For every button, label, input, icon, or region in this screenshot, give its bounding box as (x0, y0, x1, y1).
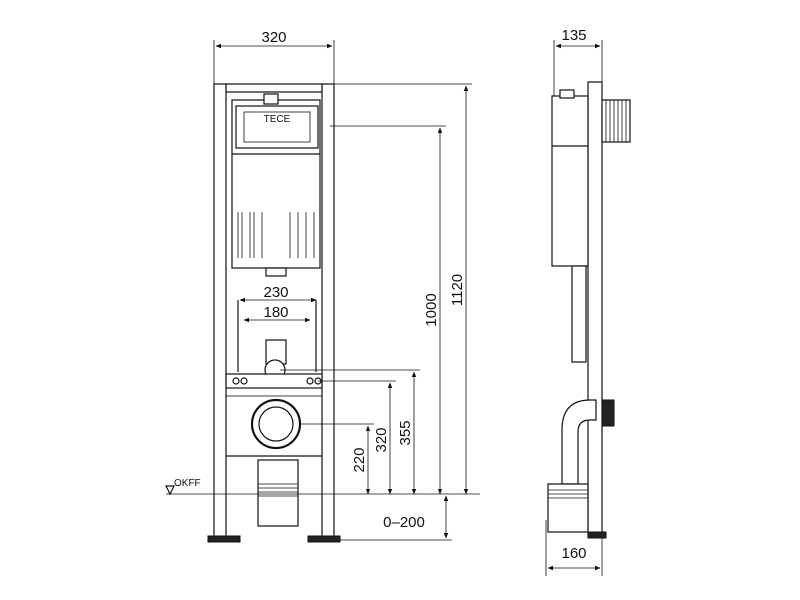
side-threaded-pipe (601, 99, 631, 143)
mounting-bar (225, 373, 323, 389)
side-cistern (551, 95, 589, 267)
left-post (213, 83, 227, 539)
side-drain-ribs (548, 489, 588, 499)
actuator-inner (243, 111, 311, 143)
cistern-outlet (265, 267, 287, 277)
bolt-hole-1 (232, 377, 240, 385)
actuator-top (263, 93, 279, 105)
brand-label: TECE (264, 114, 291, 125)
side-flush-pipe (571, 265, 587, 363)
dim-h320: 320 (373, 427, 390, 452)
floor-label: OKFF (174, 478, 201, 489)
dim-frame-depth: 135 (561, 27, 586, 44)
dim-bolt-spacing: 180 (263, 304, 288, 321)
side-threads (605, 100, 627, 142)
dim-base-depth: 160 (561, 545, 586, 562)
side-foot (587, 531, 607, 539)
dim-h355: 355 (397, 420, 414, 445)
dim-adjust: 0–200 (383, 514, 425, 531)
side-drain-bend (561, 399, 597, 485)
drain-ribs (258, 483, 298, 497)
drain-pipe (257, 459, 299, 527)
actuator-box (235, 105, 319, 149)
dim-frame-width: 320 (261, 29, 286, 46)
right-post (321, 83, 335, 539)
front-view: TECE (207, 83, 341, 543)
dim-flush-height: 1000 (423, 293, 440, 326)
left-foot (207, 535, 241, 543)
side-top-valve (559, 89, 575, 99)
dim-rod-spacing: 230 (263, 284, 288, 301)
bolt-hole-2 (240, 377, 248, 385)
top-rail (225, 83, 323, 93)
side-bracket (601, 399, 615, 427)
side-frame-plate (587, 81, 603, 537)
bolt-hole-3 (306, 377, 314, 385)
right-foot (307, 535, 341, 543)
drain-ring-inner (258, 406, 294, 442)
floor-marker (165, 485, 175, 496)
side-view (547, 81, 631, 539)
dim-h220: 220 (351, 447, 368, 472)
dim-total-height: 1120 (449, 274, 466, 306)
dimension-lines (165, 40, 603, 576)
side-drain-socket (547, 483, 589, 533)
cistern-vents (237, 212, 315, 258)
